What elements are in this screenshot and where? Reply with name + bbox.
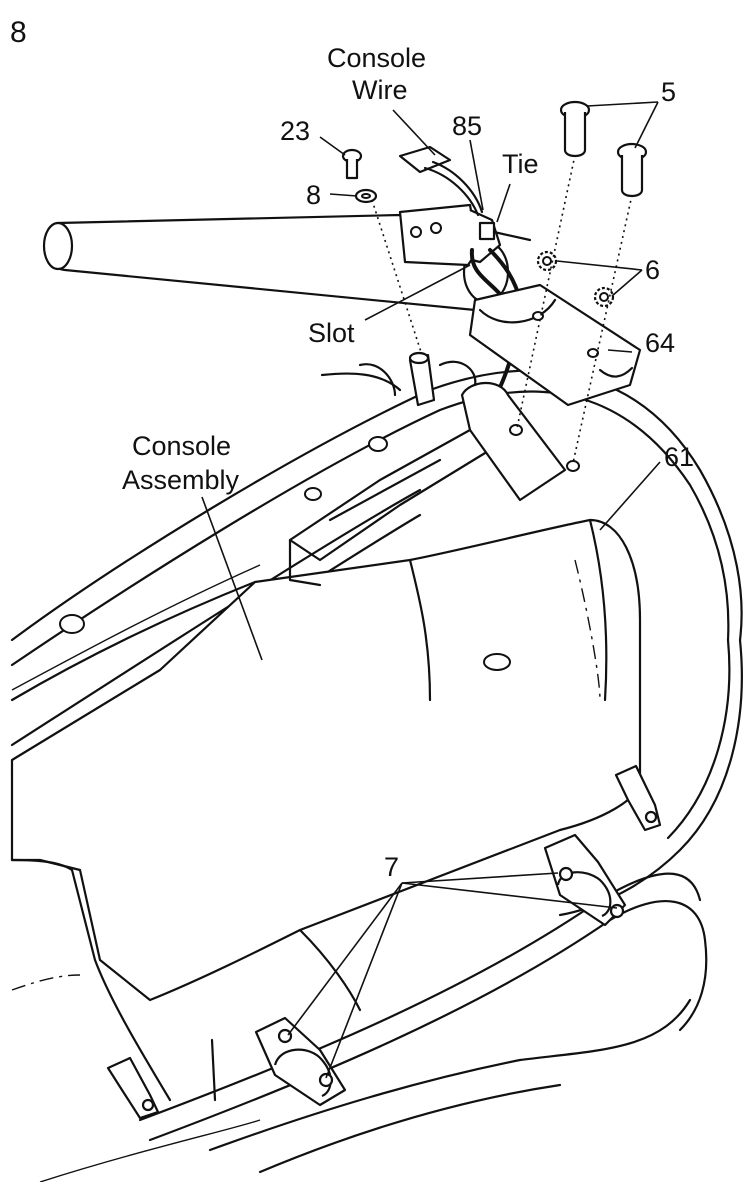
screw-23 [341,148,363,180]
label-part-61: 61 [664,442,694,472]
label-slot: Slot [308,318,355,348]
leader-lines [201,101,661,1079]
label-part-7: 7 [384,852,399,882]
console-bracket [398,203,532,267]
washer-6-left [536,250,558,272]
washer-8 [354,188,378,204]
latch-left [106,1056,160,1120]
bolt-5-left [559,100,591,158]
bolt-5-right [616,142,648,198]
handlebar-tube [42,213,510,312]
label-tie: Tie [502,149,539,179]
label-part-6: 6 [645,255,660,285]
front-bumper [39,872,708,1182]
label-part-64: 64 [645,328,675,358]
label-part-85: 85 [452,111,482,141]
label-part-5: 5 [661,77,676,107]
label-console-assembly-line1: Console [132,431,231,461]
label-console-wire-line1: Console [327,43,426,73]
upright-post [320,351,580,502]
clip-right [543,833,627,927]
cover-64 [468,283,642,407]
label-part-8: 8 [306,180,321,210]
console-assembly [10,428,642,1102]
label-part-23: 23 [280,116,310,146]
latch-right [614,764,662,832]
step-number: 8 [10,16,27,49]
clip-left [254,1016,347,1107]
label-console-assembly-line2: Assembly [122,465,240,495]
label-console-wire-line2: Wire [352,75,408,105]
washer-6-right [593,286,615,308]
alignment-lines [371,154,633,464]
